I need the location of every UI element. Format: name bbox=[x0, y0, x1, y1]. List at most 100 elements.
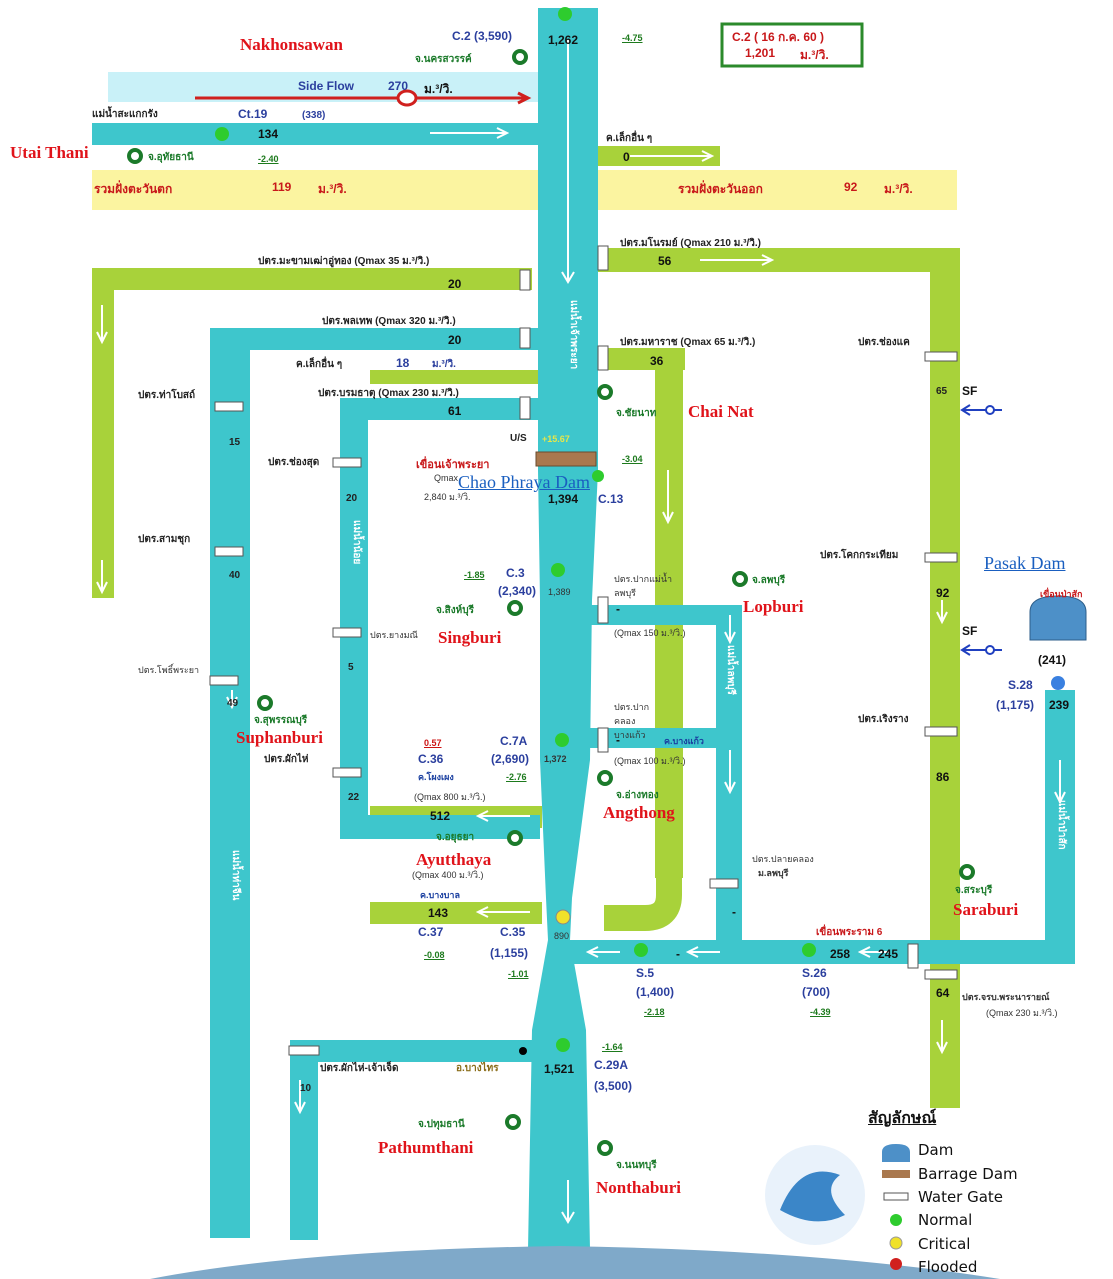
c37-station: C.37 bbox=[418, 925, 444, 939]
east-total: 92 bbox=[844, 180, 858, 194]
gate-sam-chuk-flow: 40 bbox=[229, 570, 241, 581]
c29a-station: C.29A bbox=[594, 1058, 629, 1072]
gate-phak-hai: ปตร.ผักไห่ bbox=[264, 754, 309, 765]
city-pathumthani: Pathumthani bbox=[378, 1138, 474, 1157]
angthong-province: จ.อ่างทอง bbox=[616, 790, 659, 801]
sf-label-1: SF bbox=[962, 384, 978, 398]
ct19-river: แม่น้ำสะแกกรัง bbox=[92, 109, 158, 120]
river-pasak-label: แม่น้ำป่าสัก bbox=[1056, 800, 1067, 850]
gate-pak-khlong-flow: - bbox=[616, 733, 620, 747]
s5-station: S.5 bbox=[636, 966, 655, 980]
gate-maharat-flow: 36 bbox=[650, 354, 664, 368]
gate-chong-sut: ปตร.ช่องสุด bbox=[268, 457, 320, 468]
gate-khok-kathiam: ปตร.โคกกระเทียม bbox=[820, 550, 899, 561]
s28-station: S.28 bbox=[1008, 678, 1033, 692]
c29a-cap: (3,500) bbox=[594, 1079, 633, 1093]
status-dots bbox=[215, 7, 1065, 1055]
suphan-province: จ.สุพรรณบุรี bbox=[254, 715, 308, 726]
side-flow-gauge-icon bbox=[396, 89, 418, 107]
legend-dam: Dam bbox=[918, 1141, 954, 1159]
us-label: U/S bbox=[510, 433, 527, 444]
gate-pho-phraya: ปตร.โพธิ์พระยา bbox=[138, 665, 200, 675]
c36-station: C.36 bbox=[418, 752, 444, 766]
qmax-label: Qmax bbox=[434, 473, 459, 483]
river-lopburi-label: แม่น้ำลพบุรี bbox=[725, 645, 736, 695]
c2-province: จ.นครสวรรค์ bbox=[415, 54, 472, 65]
chao-phraya-dam-label[interactable]: Chao Phraya Dam bbox=[458, 472, 590, 492]
ct19-flow: 134 bbox=[258, 127, 279, 141]
c35-flow: 890 bbox=[554, 931, 570, 941]
s5-change: -2.18 bbox=[644, 1007, 665, 1017]
c13-flow: 1,394 bbox=[548, 492, 579, 506]
flow-arrows bbox=[96, 40, 1066, 1224]
s26-cap: (700) bbox=[802, 985, 831, 999]
c3-flow: 1,389 bbox=[548, 587, 571, 597]
us-value: +15.67 bbox=[542, 434, 570, 444]
c3-change: -1.85 bbox=[464, 570, 485, 580]
bang-ban-label: ค.บางบาล bbox=[420, 890, 460, 900]
s5-cap: (1,400) bbox=[636, 985, 675, 999]
legend-flooded: Flooded bbox=[918, 1258, 978, 1276]
maharat-hook bbox=[604, 860, 682, 931]
s28-flow: 239 bbox=[1049, 698, 1070, 712]
legend-icons bbox=[882, 1144, 910, 1270]
city-nakhonsawan: Nakhonsawan bbox=[240, 35, 343, 54]
river-chao-phraya-label: แม่น้ำเจ้าพระยา bbox=[568, 300, 579, 370]
gate-rerng-rang-flow: 86 bbox=[936, 770, 950, 784]
bang-ban-q: (Qmax 400 ม.³/วิ.) bbox=[412, 870, 484, 880]
legend-critical: Critical bbox=[918, 1235, 971, 1253]
c36-change2: -2.76 bbox=[506, 772, 527, 782]
ayutthaya-province: จ.อยุธยา bbox=[436, 832, 475, 843]
nonthaburi-province: จ.นนทบุรี bbox=[616, 1160, 657, 1171]
city-suphanburi: Suphanburi bbox=[236, 728, 323, 747]
c35-station: C.35 bbox=[500, 925, 526, 939]
gate-chong-kae: ปตร.ช่องแค bbox=[858, 337, 910, 348]
gate-pho-phraya-flow: 49 bbox=[227, 698, 239, 709]
c2-change: -4.75 bbox=[622, 33, 643, 43]
gate-tha-bot-flow: 15 bbox=[229, 437, 241, 448]
legend-water-gate: Water Gate bbox=[918, 1188, 1004, 1206]
river-noi-label: แม่น้ำน้อย bbox=[351, 520, 362, 565]
pasak-dam-label[interactable]: Pasak Dam bbox=[984, 553, 1066, 573]
gulf-shape bbox=[150, 1246, 1000, 1279]
gate-phonlathep-flow: 20 bbox=[448, 333, 462, 347]
pasak-dam-icon bbox=[1029, 595, 1087, 641]
gate-pak-mae-nam: ปตร.ปากแม่น้ำลพบุรี bbox=[614, 574, 673, 598]
rama6-label: เขื่อนพระราม 6 bbox=[816, 927, 883, 938]
river-network bbox=[92, 8, 1075, 1250]
lopburi-province: จ.ลพบุรี bbox=[752, 575, 786, 586]
gate-khok-kathiam-flow: 92 bbox=[936, 586, 950, 600]
gate-pak-khlong-q: (Qmax 100 ม.³/วิ.) bbox=[614, 756, 686, 766]
gate-pak-mae-nam-flow: - bbox=[616, 602, 620, 616]
gate-sam-chuk: ปตร.สามชุก bbox=[138, 534, 191, 545]
c2-box-unit: ม.³/วิ. bbox=[800, 48, 829, 62]
totals-band bbox=[92, 170, 957, 210]
c13-station: C.13 bbox=[598, 492, 624, 506]
c2-box-value: 1,201 bbox=[745, 46, 776, 60]
gate-bang-ngam-flow: 5 bbox=[348, 662, 354, 673]
gate-phra-narai: ปตร.จรบ.พระนารายณ์ bbox=[962, 992, 1050, 1002]
ct19-station: Ct.19 bbox=[238, 107, 268, 121]
s28-cap: (1,175) bbox=[996, 698, 1035, 712]
legend-barrage-dam: Barrage Dam bbox=[918, 1165, 1018, 1183]
gate-pak-mae-nam-q: (Qmax 150 ม.³/วิ.) bbox=[614, 628, 686, 638]
gate-borommathat: ปตร.บรมธาตุ (Qmax 230 ม.³/วิ.) bbox=[318, 388, 459, 399]
gate-phra-narai-q: (Qmax 230 ม.³/วิ.) bbox=[986, 1008, 1058, 1018]
east-total-label: รวมฝั่งตะวันออก bbox=[678, 182, 763, 196]
gate-makham-thao-flow: 20 bbox=[448, 277, 462, 291]
west-total-unit: ม.³/วิ. bbox=[318, 182, 347, 196]
small-canals-label: ค.เล็กอื่น ๆ bbox=[606, 133, 653, 144]
pathum-province: จ.ปทุมธานี bbox=[418, 1119, 465, 1130]
side-flow-label: Side Flow bbox=[298, 79, 355, 93]
city-chai-nat: Chai Nat bbox=[688, 402, 754, 421]
province-markers bbox=[127, 49, 975, 1156]
pho-ngeng-q: (Qmax 800 ม.³/วิ.) bbox=[414, 792, 486, 802]
singburi-province: จ.สิงห์บุรี bbox=[436, 605, 474, 616]
s5-flow: - bbox=[676, 947, 680, 961]
c2-flow: 1,262 bbox=[548, 33, 579, 47]
gate-phak-hai-flow: 22 bbox=[348, 792, 360, 803]
dam-thai-label: เขื่อนเจ้าพระยา bbox=[416, 459, 490, 471]
small-canals2-flow: 18 bbox=[396, 356, 410, 370]
